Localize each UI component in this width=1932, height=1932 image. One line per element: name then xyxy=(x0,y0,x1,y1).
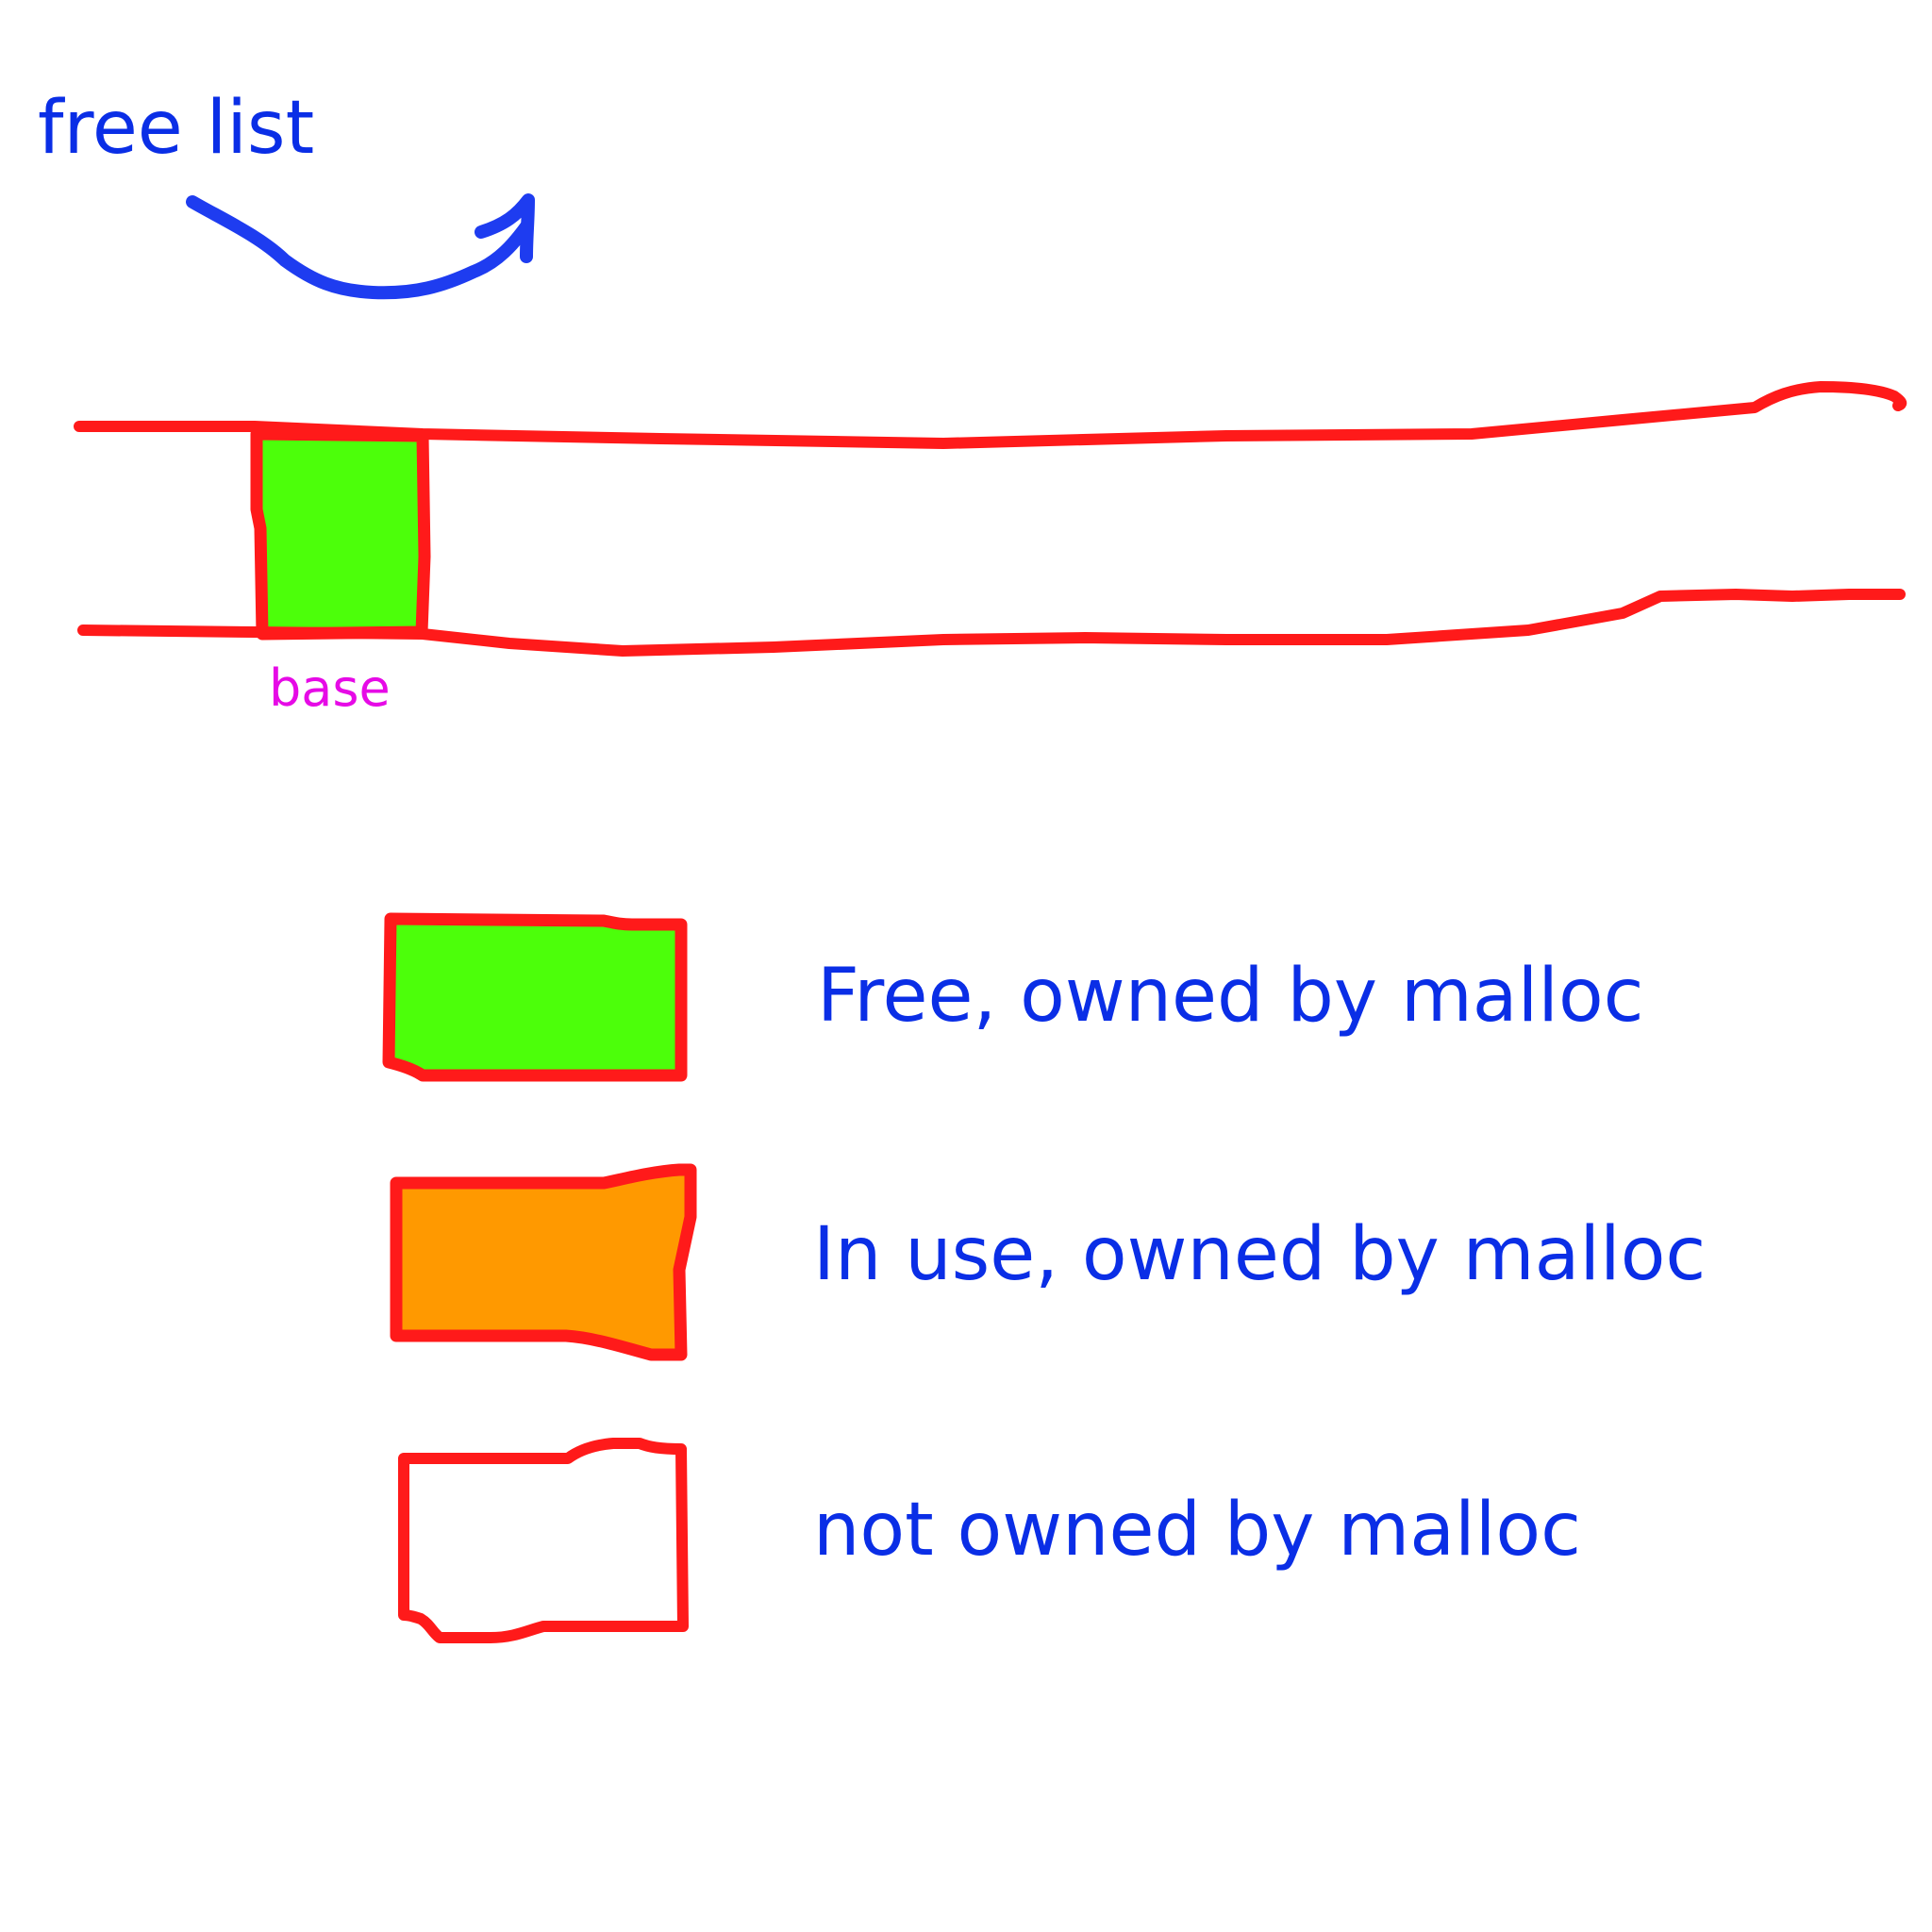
memory-top-line xyxy=(74,381,1907,449)
legend-not-owned-swatch xyxy=(398,1438,689,1643)
legend-in-use-label: In use, owned by malloc xyxy=(813,1212,1706,1297)
legend-in-use-swatch xyxy=(390,1163,697,1361)
base-free-block xyxy=(250,427,431,641)
legend: Free, owned by malloc In use, owned by m… xyxy=(382,912,1706,1643)
memory-bottom-line xyxy=(77,589,1906,657)
free-list-arrow-icon xyxy=(186,193,535,300)
legend-free-swatch xyxy=(382,912,688,1082)
base-label: base xyxy=(269,658,391,718)
legend-not-owned-label: not owned by malloc xyxy=(813,1488,1581,1573)
free-list-title: free list xyxy=(38,86,314,171)
legend-free-label: Free, owned by malloc xyxy=(817,954,1644,1039)
memory-strip xyxy=(74,381,1907,657)
